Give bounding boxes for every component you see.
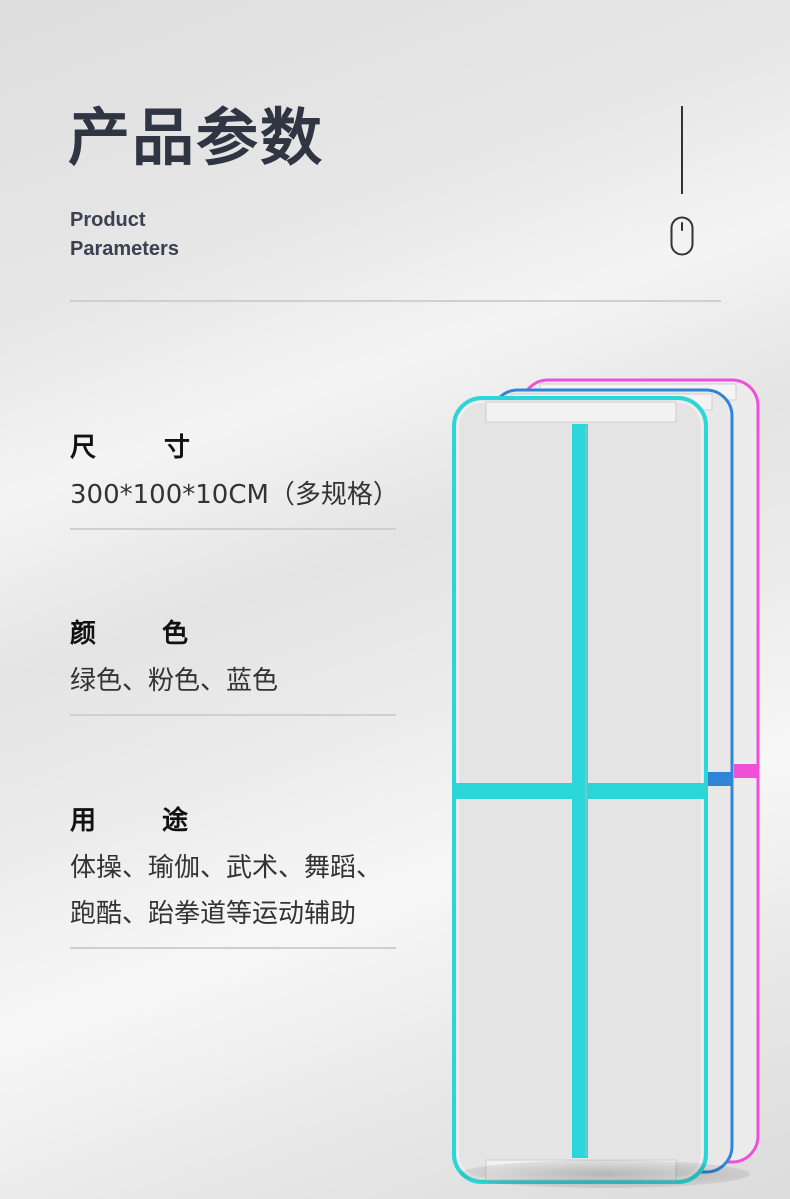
page-title: 产品参数 [68,101,325,174]
param-usage: 用 途 体操、瑜伽、武术、舞蹈、 跑酷、跆拳道等运动辅助 [70,803,396,949]
param-divider [70,528,396,530]
vertical-divider [681,106,683,194]
page-subtitle: Product Parameters [70,206,179,264]
param-color-value: 绿色、粉色、蓝色 [70,666,279,696]
param-color-label: 颜 色 [70,619,188,649]
mouse-icon [670,216,694,256]
param-size-label: 尺 寸 [70,433,190,463]
mat-shadow [460,1160,750,1188]
green-mat [452,396,708,1184]
subtitle-line-2: Parameters [70,238,179,260]
product-image [440,370,780,1190]
param-usage-value: 体操、瑜伽、武术、舞蹈、 跑酷、跆拳道等运动辅助 [70,853,383,929]
subtitle-line-1: Product [70,209,146,231]
param-color: 颜 色 绿色、粉色、蓝色 [70,616,396,716]
param-size: 尺 寸 300*100*10CM（多规格） [70,430,399,530]
param-divider [70,947,396,949]
param-usage-label: 用 途 [70,806,188,836]
air-mat-illustration [452,378,760,1184]
param-size-value: 300*100*10CM（多规格） [70,480,399,510]
header-divider [70,300,721,302]
param-divider [70,714,396,716]
